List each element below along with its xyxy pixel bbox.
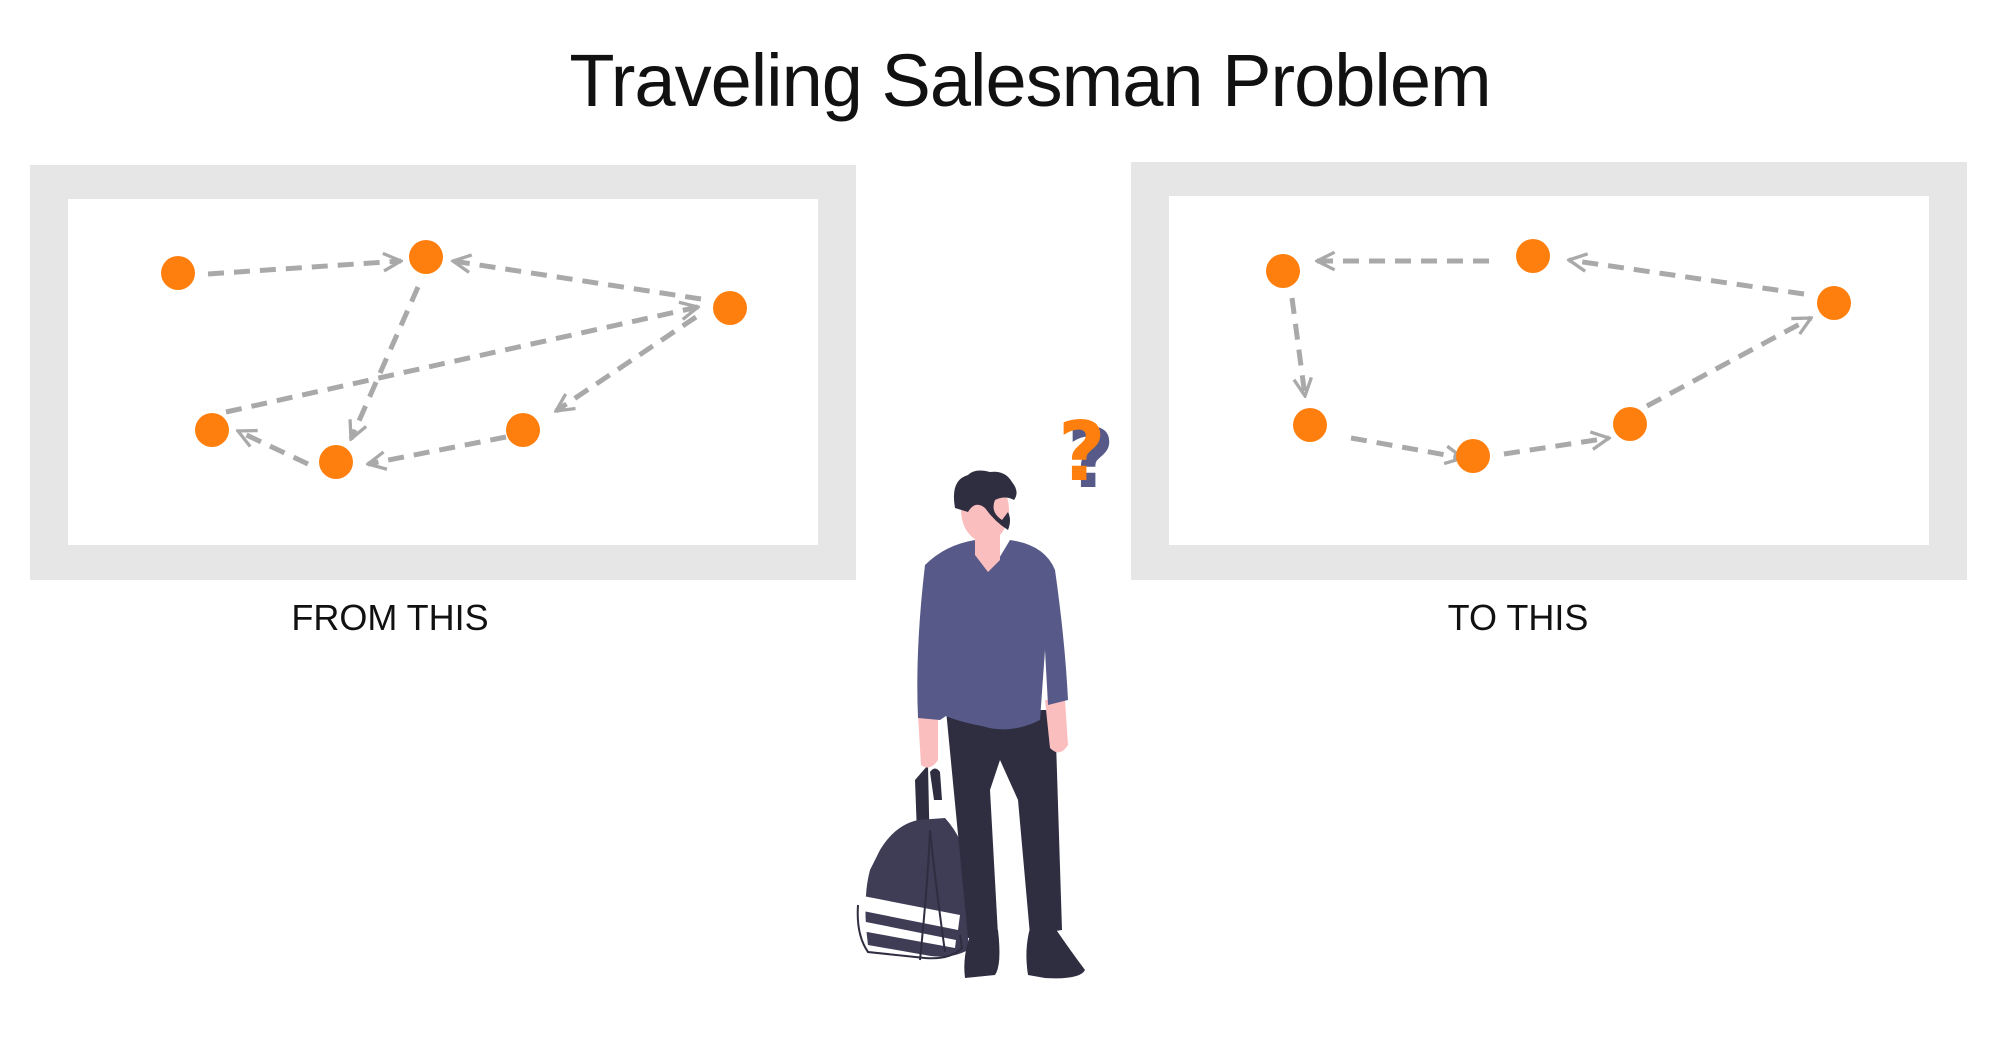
from-this-route-graph: [161, 240, 747, 479]
city-node: [1516, 239, 1550, 273]
edge-1: [207, 261, 401, 277]
city-node: [195, 413, 229, 447]
hair: [953, 470, 1017, 530]
edge-4: [1350, 435, 1463, 458]
to-this-caption: TO THIS: [1447, 597, 1589, 638]
left-shoe: [964, 930, 1000, 978]
pants: [946, 710, 1062, 938]
question-mark-icon: ?: [1058, 405, 1106, 500]
shirt: [917, 540, 1068, 730]
edge-6: [368, 434, 507, 464]
duffel-bag-icon: [856, 765, 968, 961]
edge-7: [238, 428, 310, 467]
city-node: [1613, 407, 1647, 441]
city-node: [1293, 408, 1327, 442]
page-title: Traveling Salesman Problem: [569, 39, 1491, 122]
city-node: [319, 445, 353, 479]
to-this-panel: [1131, 162, 1967, 580]
edge-5: [556, 314, 698, 414]
city-node: [161, 256, 195, 290]
city-node: [713, 291, 747, 325]
to-this-graph-area: [1169, 196, 1929, 545]
edge-1: [1569, 260, 1805, 297]
edge-5: [1503, 438, 1609, 457]
city-node: [1266, 254, 1300, 288]
question-mark-shadow: ?: [1067, 412, 1115, 507]
right-hand: [1045, 700, 1068, 753]
city-node: [1817, 286, 1851, 320]
left-hand: [918, 715, 938, 768]
edge-2: [453, 261, 702, 302]
edge-6: [1645, 315, 1811, 409]
city-node: [409, 240, 443, 274]
city-node: [506, 413, 540, 447]
from-this-panel: [30, 165, 856, 580]
edge-3: [351, 285, 421, 439]
from-this-caption: FROM THIS: [291, 597, 489, 638]
edge-4: [225, 307, 698, 415]
right-shoe: [1026, 928, 1085, 979]
confused-traveler-illustration: ? ?: [856, 405, 1115, 979]
edge-3: [1289, 297, 1305, 396]
from-this-graph-area: [68, 199, 818, 545]
to-this-route-graph: [1266, 239, 1851, 473]
city-node: [1456, 439, 1490, 473]
